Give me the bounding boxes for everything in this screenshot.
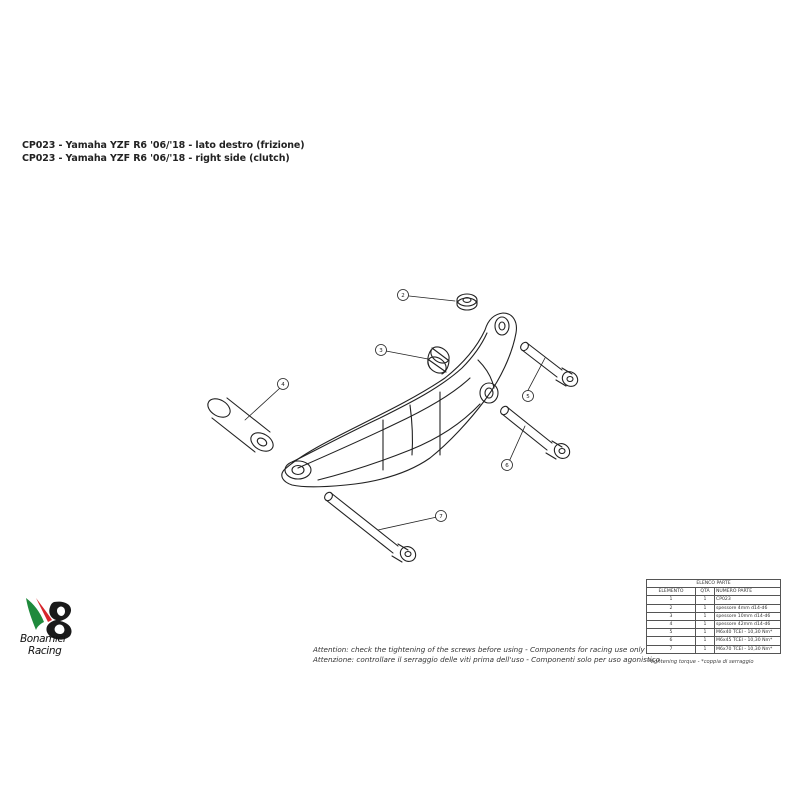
column-header-quantity: QTÀ <box>695 587 715 597</box>
logo-wordmark: Bonamici Racing <box>20 633 66 657</box>
table-cell: 2 <box>646 603 696 613</box>
callout-7: 7 <box>439 514 443 520</box>
drawing-title: CP023 - Yamaha YZF R6 '06/'18 - lato des… <box>22 139 305 165</box>
table-cell: 1 <box>646 595 696 605</box>
callout-circle-3 <box>375 344 387 356</box>
table-row: 5 1 M6x40 TCEI - 10,30 Nm* <box>646 628 781 638</box>
table-cell: 1 <box>695 595 715 605</box>
table-row: 2 1 spessore 4mm d14-d6 <box>646 603 781 613</box>
table-row: 6 1 M6x45 TCEI - 10,30 Nm* <box>646 636 781 646</box>
logo-line-2: Racing <box>28 645 62 657</box>
title-line-english: CP023 - Yamaha YZF R6 '06/'18 - right si… <box>22 153 290 164</box>
bolt-m6x45-part <box>500 405 571 460</box>
table-row: 7 1 M6x70 TCEI - 10,30 Nm* <box>646 644 781 654</box>
table-cell: 5 <box>646 628 696 638</box>
spacer-42mm-part <box>207 397 274 453</box>
leader-line-7 <box>377 516 438 531</box>
table-cell: spessore 10mm d14-d6 <box>714 611 781 621</box>
torque-note: *tightening torque - *coppia di serraggi… <box>648 659 754 665</box>
leader-line-6 <box>507 425 526 465</box>
spacer-4mm-part <box>456 293 478 311</box>
bolt-m6x70-part <box>324 491 417 563</box>
table-row: 4 1 spessore 42mm d14-d6 <box>646 619 781 630</box>
logo-line-1: Bonamici <box>20 633 66 645</box>
attention-note-english: Attention: check the tightening of the s… <box>313 645 645 654</box>
table-row: 1 1 CP023 <box>646 595 781 605</box>
table-cell: 1 <box>695 628 715 638</box>
logo-red-stroke <box>36 598 52 622</box>
attention-note-italian: Attenzione: controllare il serraggio del… <box>313 655 660 664</box>
table-cell: 1 <box>695 603 715 613</box>
table-cell: 6 <box>646 636 696 646</box>
leader-line-4 <box>244 387 281 421</box>
parts-list-table: ELENCO PARTE ELEMENTO QTÀ NUMERO PARTE 1… <box>646 578 781 654</box>
table-row: 3 1 spessore 10mm d14-d6 <box>646 611 781 621</box>
table-cell: 1 <box>695 619 715 630</box>
attention-notes: Attention: check the tightening of the s… <box>313 645 660 665</box>
leader-lines <box>244 295 546 531</box>
callout-6: 6 <box>505 463 509 469</box>
callout-5: 5 <box>526 394 530 400</box>
table-cell: spessore 4mm d14-d6 <box>714 603 781 613</box>
logo-eight-glyph <box>46 601 72 640</box>
leader-line-2 <box>408 295 456 302</box>
callout-circle-7 <box>435 510 447 522</box>
column-header-element: ELEMENTO <box>646 587 696 597</box>
leader-line-5 <box>525 357 546 395</box>
callout-circle-2 <box>397 289 409 301</box>
bracket-part <box>281 312 517 488</box>
table-cell: 3 <box>646 611 696 621</box>
table-cell: 7 <box>646 644 696 654</box>
parts-table-header-row: ELEMENTO QTÀ NUMERO PARTE <box>646 587 781 597</box>
column-header-part-number: NUMERO PARTE <box>714 587 781 597</box>
logo-green-stroke <box>26 598 44 630</box>
callout-2: 2 <box>401 293 405 299</box>
leader-line-3 <box>385 350 429 360</box>
table-cell: spessore 42mm d14-d6 <box>714 619 781 630</box>
table-cell: 1 <box>695 636 715 646</box>
table-cell: 1 <box>695 644 715 654</box>
callout-3: 3 <box>379 348 383 354</box>
callout-circle-4 <box>277 378 289 390</box>
table-cell: M6x70 TCEI - 10,30 Nm* <box>714 644 781 654</box>
table-cell: CP023 <box>714 595 781 605</box>
title-line-italian: CP023 - Yamaha YZF R6 '06/'18 - lato des… <box>22 140 305 151</box>
parts-table-caption-row: ELENCO PARTE <box>646 578 781 589</box>
table-cell: M6x40 TCEI - 10,30 Nm* <box>714 628 781 638</box>
callout-circle-6 <box>501 459 513 471</box>
table-cell: M6x45 TCEI - 10,30 Nm* <box>714 636 781 646</box>
callout-4: 4 <box>281 382 285 388</box>
table-cell: 1 <box>695 611 715 621</box>
callout-circle-5 <box>522 390 534 402</box>
spacer-10mm-part <box>427 346 450 375</box>
bolt-m6x40-part <box>520 341 579 387</box>
parts-table-caption: ELENCO PARTE <box>646 578 781 589</box>
table-cell: 4 <box>646 619 696 630</box>
bonamici-logo-icon <box>26 598 72 640</box>
callout-circles <box>277 289 534 522</box>
